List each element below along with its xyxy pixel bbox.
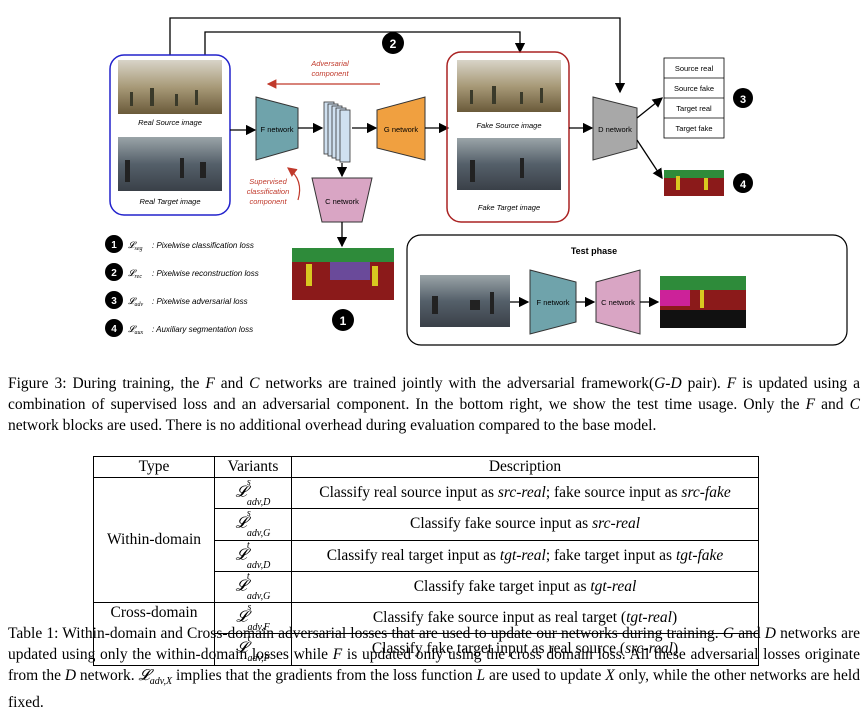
svg-text:4: 4: [740, 179, 747, 191]
svg-text:3: 3: [111, 296, 117, 307]
d-output-table: Source real Source fake Target real Targ…: [663, 57, 725, 139]
test-phase-title: Test phase: [571, 246, 617, 256]
real-images-box: [109, 54, 231, 216]
fake-source-image: [457, 60, 561, 112]
svg-text:𝓛rec: 𝓛rec: [128, 268, 142, 280]
loop-arrow-inner: [204, 31, 526, 55]
svg-text:Source fake: Source fake: [674, 84, 714, 93]
svg-text:C network: C network: [325, 197, 359, 206]
test-c-network-block: [595, 269, 641, 335]
svg-text:Target fake: Target fake: [675, 124, 712, 133]
loop-arrow-outer: [169, 17, 626, 94]
fake-images-box: [446, 51, 570, 223]
real-target-image: [118, 137, 222, 191]
header-description: Description: [291, 456, 759, 478]
svg-text:4: 4: [111, 324, 117, 335]
svg-text:G network: G network: [384, 125, 418, 134]
table-caption: Table 1: Within-domain and Cross-domain …: [8, 625, 860, 712]
svg-text:classification: classification: [247, 187, 290, 196]
svg-text:: Auxiliary segmentation loss: : Auxiliary segmentation loss: [152, 325, 253, 334]
svg-text:𝓛seg: 𝓛seg: [128, 240, 143, 252]
real-source-image: [118, 60, 222, 114]
within-domain-cell: Within-domain: [93, 477, 215, 603]
aux-segmentation-output: [664, 170, 724, 196]
cross-domain-cell: Cross-domain: [93, 602, 215, 666]
feature-stack: [323, 101, 351, 163]
marker-3: [733, 88, 753, 108]
svg-text:Supervised: Supervised: [249, 177, 287, 186]
test-f-network-block: [529, 269, 577, 335]
figure-caption: Figure 3: During training, the F and C n…: [8, 375, 860, 434]
c-network-block: [311, 177, 373, 223]
header-variants: Variants: [214, 456, 292, 478]
segmentation-output-1: [292, 248, 394, 300]
svg-text:component: component: [249, 197, 287, 206]
svg-text:D network: D network: [598, 125, 632, 134]
svg-text:1: 1: [340, 314, 347, 328]
svg-text:Fake Target image: Fake Target image: [478, 203, 540, 212]
d-network-block: [592, 96, 638, 161]
svg-text:Fake Source image: Fake Source image: [476, 121, 541, 130]
architecture-figure: 2 Real Source image Real Target image F …: [105, 17, 848, 346]
test-segmentation-output: [660, 276, 746, 328]
f-network-block: [255, 96, 299, 161]
svg-text:F network: F network: [261, 125, 294, 134]
marker-4: [733, 173, 753, 193]
adversarial-label-1: Adversarial: [310, 59, 349, 68]
loss-table: Type Variants Description Within-domain …: [93, 456, 759, 666]
svg-text:1: 1: [111, 240, 117, 251]
g-network-block: [376, 96, 426, 161]
header-type: Type: [93, 456, 215, 478]
svg-text:3: 3: [740, 94, 746, 106]
svg-text:2: 2: [111, 268, 117, 279]
svg-text:: Pixelwise classification los: : Pixelwise classification loss: [152, 241, 254, 250]
svg-text:C network: C network: [601, 298, 635, 307]
svg-text:2: 2: [390, 37, 397, 51]
svg-text:Target real: Target real: [676, 104, 712, 113]
test-phase-box: [406, 234, 848, 346]
marker-1: [332, 309, 354, 331]
svg-text:F network: F network: [537, 298, 570, 307]
marker-2: [382, 32, 404, 54]
svg-text:Source real: Source real: [675, 64, 714, 73]
real-source-label: Real Source image: [138, 118, 202, 127]
real-target-label: Real Target image: [139, 197, 200, 206]
adversarial-label-2: component: [311, 69, 349, 78]
svg-text:: Pixelwise reconstruction los: : Pixelwise reconstruction loss: [152, 269, 259, 278]
svg-text:𝓛adv: 𝓛adv: [128, 296, 144, 308]
svg-text:: Pixelwise adversarial loss: : Pixelwise adversarial loss: [152, 297, 248, 306]
loss-legend: 1 𝓛seg : Pixelwise classification loss 2…: [105, 235, 259, 337]
svg-text:𝓛aux: 𝓛aux: [128, 324, 144, 336]
